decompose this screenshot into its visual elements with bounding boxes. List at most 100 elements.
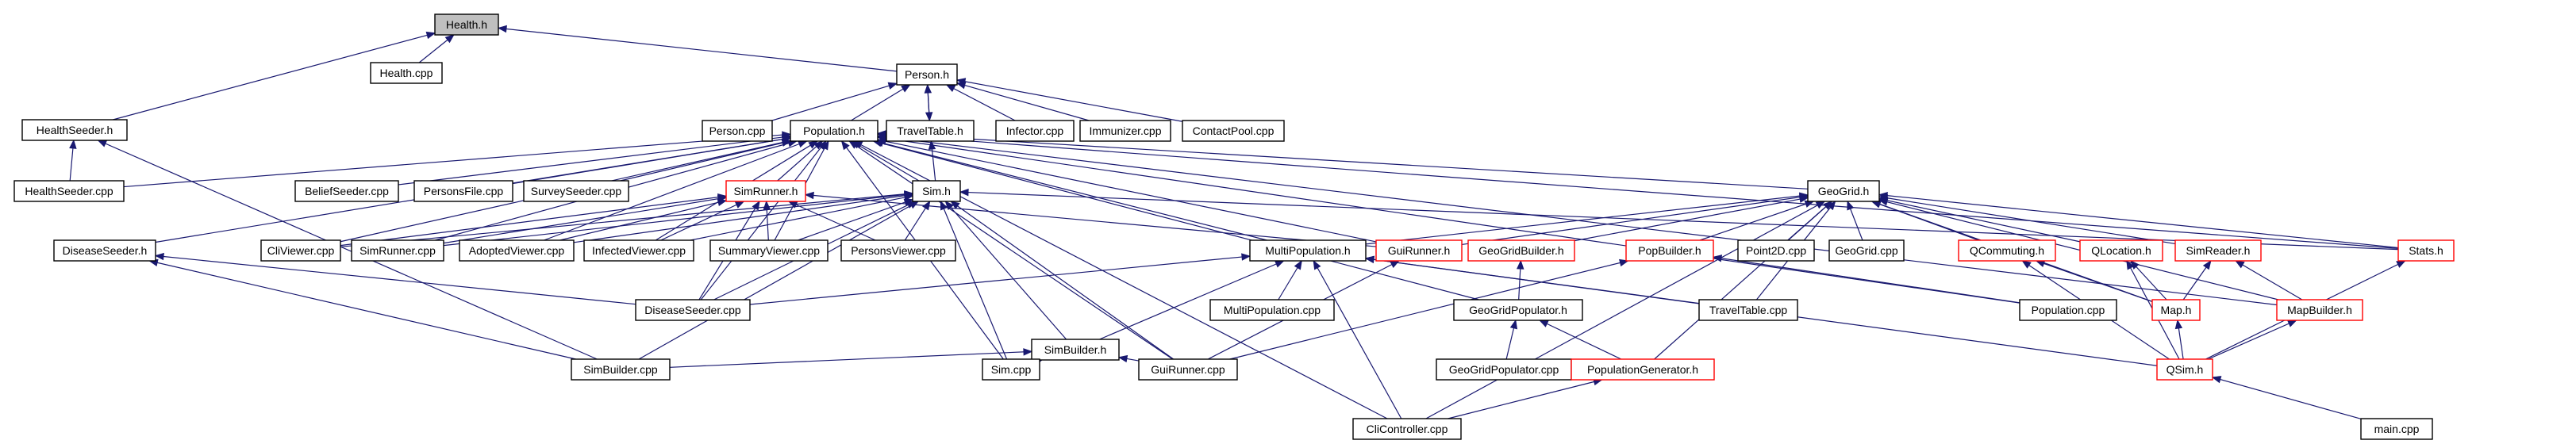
node-healthseeder-h[interactable]: HealthSeeder.h <box>21 119 128 141</box>
node-box <box>583 239 694 262</box>
node-qlocation-h[interactable]: QLocation.h <box>2079 239 2163 262</box>
edge-summaryviewer-cpp-to-sim-h <box>798 199 913 241</box>
node-health-h[interactable]: Health.h <box>434 13 499 36</box>
node-sim-cpp[interactable]: Sim.cpp <box>982 358 1040 381</box>
arrowhead-adoptedviewer-cpp-to-population-h <box>798 140 808 148</box>
arrowhead-person-h-to-health-h <box>497 25 507 33</box>
node-qsim-h[interactable]: QSim.h <box>2156 358 2213 381</box>
node-box <box>886 120 975 142</box>
node-simrunner-cpp[interactable]: SimRunner.cpp <box>351 239 444 262</box>
node-label: SummaryViewer.cpp <box>718 244 820 257</box>
node-multipopulation-cpp[interactable]: MultiPopulation.cpp <box>1209 299 1335 321</box>
edge-stats-h-to-geogrid-h <box>1878 194 2399 249</box>
node-simbuilder-h[interactable]: SimBuilder.h <box>1031 339 1120 361</box>
arrowhead-qsim-h-to-map-h <box>2174 319 2183 330</box>
node-label: Stats.h <box>2409 244 2443 257</box>
node-box <box>1467 239 1575 262</box>
edge-simbuilder-cpp-to-diseaseseeder-h <box>149 260 576 360</box>
node-geogridbuilder-h[interactable]: GeoGridBuilder.h <box>1467 239 1575 262</box>
node-simrunner-h[interactable]: SimRunner.h <box>725 180 806 202</box>
node-label: SurveySeeder.cpp <box>531 185 622 197</box>
edges-layer <box>69 25 2406 419</box>
node-box <box>2079 239 2163 262</box>
node-box <box>2156 358 2213 381</box>
node-label: GeoGridPopulator.cpp <box>1449 363 1559 376</box>
node-adoptedviewer-cpp[interactable]: AdoptedViewer.cpp <box>459 239 575 262</box>
node-guirunner-h[interactable]: GuiRunner.h <box>1375 239 1463 262</box>
node-box <box>413 180 513 202</box>
node-point2d-cpp[interactable]: Point2D.cpp <box>1737 239 1815 262</box>
node-health-cpp[interactable]: Health.cpp <box>370 62 443 84</box>
edge-guirunner-cpp-to-population-h <box>848 140 1174 360</box>
node-healthseeder-cpp[interactable]: HealthSeeder.cpp <box>13 180 125 202</box>
node-box <box>1352 418 1462 440</box>
node-infector-cpp[interactable]: Infector.cpp <box>995 120 1075 142</box>
node-cliviewer-cpp[interactable]: CliViewer.cpp <box>260 239 341 262</box>
node-label: TravelTable.h <box>897 124 963 137</box>
node-personsviewer-cpp[interactable]: PersonsViewer.cpp <box>840 239 956 262</box>
node-populationgenerator-h[interactable]: PopulationGenerator.h <box>1571 358 1715 381</box>
arrowhead-map-h-to-simreader-h <box>2202 259 2212 270</box>
arrowhead-healthseeder-cpp-to-healthseeder-h <box>69 139 77 149</box>
node-label: SimReader.h <box>2186 244 2251 257</box>
node-label: DiseaseSeeder.h <box>63 244 148 257</box>
edge-healthseeder-h-to-health-h <box>113 33 436 121</box>
node-label: Health.cpp <box>380 67 433 79</box>
node-mapbuilder-h[interactable]: MapBuilder.h <box>2276 299 2363 321</box>
node-box <box>1209 299 1335 321</box>
node-person-h[interactable]: Person.h <box>896 63 958 86</box>
node-diseaseseeder-h[interactable]: DiseaseSeeder.h <box>53 239 156 262</box>
node-person-cpp[interactable]: Person.cpp <box>702 120 773 142</box>
node-diseaseseeder-cpp[interactable]: DiseaseSeeder.cpp <box>635 299 751 321</box>
node-traveltable-cpp[interactable]: TravelTable.cpp <box>1698 299 1798 321</box>
node-guirunner-cpp[interactable]: GuiRunner.cpp <box>1138 358 1238 381</box>
node-summaryviewer-cpp[interactable]: SummaryViewer.cpp <box>709 239 829 262</box>
node-stats-h[interactable]: Stats.h <box>2397 239 2455 262</box>
node-population-cpp[interactable]: Population.cpp <box>2019 299 2117 321</box>
edge-populationgenerator-h-to-geogridpopulator-h <box>1539 320 1622 360</box>
arrowhead-simbuilder-h-to-multipopulation-h <box>1275 260 1285 268</box>
node-multipopulation-h[interactable]: MultiPopulation.h <box>1249 239 1367 262</box>
edge-simbuilder-cpp-to-simbuilder-h <box>669 350 1032 368</box>
node-simreader-h[interactable]: SimReader.h <box>2174 239 2262 262</box>
node-clicontroller-cpp[interactable]: CliController.cpp <box>1352 418 1462 440</box>
node-popbuilder-h[interactable]: PopBuilder.h <box>1625 239 1714 262</box>
node-personsfile-cpp[interactable]: PersonsFile.cpp <box>413 180 513 202</box>
arrowhead-population-h-to-person-h <box>901 84 911 93</box>
node-beliefseeder-cpp[interactable]: BeliefSeeder.cpp <box>294 180 399 202</box>
edge-infectedviewer-cpp-to-sim-h <box>690 195 913 241</box>
node-traveltable-h[interactable]: TravelTable.h <box>886 120 975 142</box>
node-geogridpopulator-h[interactable]: GeoGridPopulator.h <box>1453 299 1583 321</box>
node-simbuilder-cpp[interactable]: SimBuilder.cpp <box>571 358 671 381</box>
node-immunizer-cpp[interactable]: Immunizer.cpp <box>1079 120 1171 142</box>
node-box <box>13 180 125 202</box>
arrowhead-healthseeder-h-to-health-h <box>425 31 436 40</box>
edge-guirunner-h-to-geogrid-h <box>1461 195 1809 246</box>
node-label: Infector.cpp <box>1006 124 1064 137</box>
node-box <box>912 180 961 202</box>
edge-clicontroller-cpp-to-populationgenerator-h <box>1448 379 1602 419</box>
node-map-h[interactable]: Map.h <box>2151 299 2201 321</box>
node-box <box>351 239 444 262</box>
node-geogridpopulator-cpp[interactable]: GeoGridPopulator.cpp <box>1436 358 1572 381</box>
node-label: ContactPool.cpp <box>1193 124 1275 137</box>
node-qcommuting-h[interactable]: QCommuting.h <box>1958 239 2056 262</box>
node-population-h[interactable]: Population.h <box>790 120 879 142</box>
node-surveyseeder-cpp[interactable]: SurveySeeder.cpp <box>523 180 629 202</box>
node-label: GuiRunner.h <box>1388 244 1451 257</box>
node-geogrid-h[interactable]: GeoGrid.h <box>1807 180 1880 202</box>
node-label: HealthSeeder.h <box>37 124 113 136</box>
arrowhead-guirunner-cpp-to-guirunner-h <box>1390 260 1400 269</box>
node-contactpool-cpp[interactable]: ContactPool.cpp <box>1182 120 1285 142</box>
node-infectedviewer-cpp[interactable]: InfectedViewer.cpp <box>583 239 694 262</box>
node-box <box>434 13 499 36</box>
edge-main-cpp-to-qsim-h <box>2212 377 2362 419</box>
arrowhead-multipopulation-cpp-to-multipopulation-h <box>1294 259 1302 270</box>
node-main-cpp[interactable]: main.cpp <box>2360 418 2433 440</box>
node-label: SimRunner.h <box>734 185 798 197</box>
node-geogrid-cpp[interactable]: GeoGrid.cpp <box>1828 239 1905 262</box>
arrowhead-map-h-to-qlocation-h <box>2130 260 2140 270</box>
arrowhead-stats-h-to-geogrid-h <box>1878 191 1888 200</box>
node-sim-h[interactable]: Sim.h <box>912 180 961 202</box>
